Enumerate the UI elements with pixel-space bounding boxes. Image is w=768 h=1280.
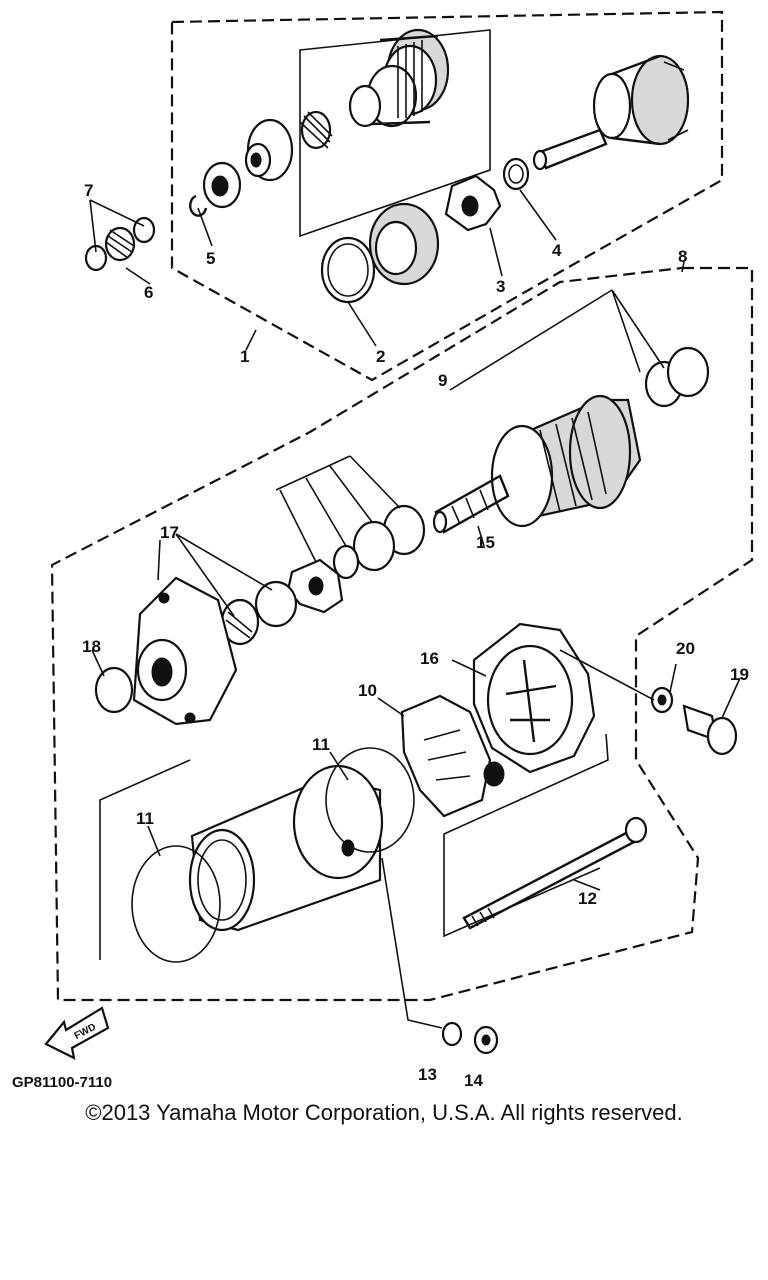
shim-set-9 <box>332 504 426 580</box>
washer-4 <box>502 157 530 191</box>
callout-3: 3 <box>496 277 505 296</box>
callout-4: 4 <box>552 241 562 260</box>
callout-11b: 11 <box>136 809 154 828</box>
callout-7: 7 <box>84 181 93 200</box>
callout-1: 1 <box>240 347 249 366</box>
callout-10: 10 <box>358 681 377 700</box>
diagram-code: GP81100-7110 <box>12 1074 112 1091</box>
callout-11a: 11 <box>312 735 330 754</box>
callout-5: 5 <box>206 249 215 268</box>
lock-plate-3 <box>444 174 502 232</box>
bearing-15 <box>220 580 298 646</box>
group-boundary-motor <box>50 266 754 1002</box>
armature-13 <box>432 394 642 534</box>
callout-18: 20 <box>676 639 695 658</box>
callout-8: 8 <box>678 247 687 266</box>
clutch-spring <box>299 110 333 150</box>
bolt-17 <box>682 704 738 756</box>
gear-housing-bearing <box>368 202 440 286</box>
starter-motor-exploded-diagram: FWD 7 6 5 4 3 2 1 8 9 15 17 18 16 20 19 … <box>12 10 754 1091</box>
clutch-stopper <box>244 118 294 182</box>
front-cover <box>132 576 238 726</box>
callout-9: 9 <box>438 371 447 390</box>
overrunning-clutch-gear <box>532 54 690 171</box>
callout-16: 18 <box>82 637 101 656</box>
o-ring-16 <box>94 666 134 714</box>
fwd-arrow-icon: FWD <box>44 1006 110 1060</box>
callout-20: 14 <box>464 1071 483 1090</box>
motor-yoke-11 <box>188 764 384 932</box>
brush-holder-10 <box>400 694 505 818</box>
callout-15: 17 <box>160 523 179 542</box>
washer-18 <box>650 686 674 714</box>
callout-19: 13 <box>418 1065 437 1084</box>
callout-13: 15 <box>476 533 495 552</box>
leader-lines <box>89 29 741 1029</box>
washer-19 <box>441 1021 463 1047</box>
rear-cover-14 <box>472 622 596 774</box>
group-boundary-upper <box>170 10 724 382</box>
copyright-notice: ©2013 Yamaha Motor Corporation, U.S.A. A… <box>85 1100 683 1125</box>
small-bearing <box>202 161 242 209</box>
through-bolt-12 <box>462 816 648 930</box>
gaskets-11 <box>131 747 415 963</box>
nut-20 <box>473 1025 499 1055</box>
shim-washer-2 <box>320 236 376 304</box>
callout-17: 19 <box>730 665 749 684</box>
shims-top-right <box>644 346 710 408</box>
lock-plate-motor <box>286 558 344 614</box>
pinion-gear-assembly <box>348 28 450 128</box>
circlip <box>189 194 208 217</box>
callout-2: 2 <box>376 347 385 366</box>
callout-14: 16 <box>420 649 439 668</box>
callout-12: 12 <box>578 889 597 908</box>
callout-6: 6 <box>144 283 153 302</box>
